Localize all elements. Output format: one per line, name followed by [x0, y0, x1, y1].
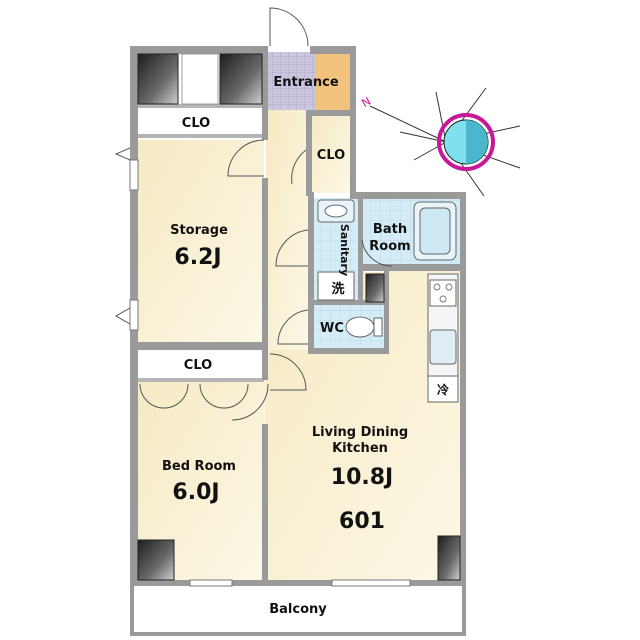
wall-bedroom-right-lower: [262, 424, 268, 580]
bath-label-1: Bath: [373, 222, 407, 237]
wall-storage-right-lower: [262, 178, 268, 350]
door-bath: [361, 239, 393, 267]
balcony-floor: [134, 586, 462, 632]
pillar-wc: [365, 273, 385, 303]
clo-top-floor: [138, 108, 264, 138]
window-ldk: [331, 579, 411, 587]
pillar-bottom-right: [437, 535, 461, 581]
wall-sanitary-right: [358, 196, 363, 302]
wall-bottom-left: [130, 580, 190, 586]
fridge-label: 冷: [437, 382, 449, 397]
windows: [129, 159, 411, 587]
wall-entrance-right: [350, 46, 356, 196]
wall-sanitary-left: [308, 192, 314, 352]
wall-clo-entrance-left: [306, 112, 312, 196]
compass-shade: [466, 120, 488, 164]
ldk-size: 10.8J: [331, 465, 393, 490]
door-clo-bed-left: [139, 383, 189, 409]
bedroom-size: 6.0J: [172, 480, 219, 505]
toilet-tank: [373, 317, 383, 337]
bedroom-label: Bed Room: [162, 459, 236, 474]
door-clo-top-window: [114, 147, 131, 161]
storage-size: 6.2J: [174, 245, 221, 270]
door-storage-window: [114, 307, 131, 325]
compass-icon: N: [360, 87, 521, 197]
burner-icon: [433, 283, 441, 291]
clo-bed-label: CLO: [184, 358, 212, 373]
unit-number: 601: [339, 509, 385, 534]
bath-label-2: Room: [369, 239, 410, 254]
entrance-step: [316, 52, 350, 110]
wc-label: WC: [320, 321, 344, 336]
window-bedroom: [189, 579, 233, 587]
wall-storage-right: [262, 46, 268, 140]
balcony-rail-bottom: [130, 632, 466, 636]
wall-bedroom-right: [262, 350, 268, 380]
wash-label: 洗: [331, 281, 344, 297]
door-clo-bed-right: [199, 383, 249, 409]
bathtub-inner: [419, 207, 451, 255]
entrance-label: Entrance: [273, 75, 338, 90]
door-wc: [277, 309, 309, 345]
compass-north-label: N: [360, 95, 374, 110]
stove-burners: [433, 283, 453, 303]
toilet-bowl: [345, 316, 375, 338]
entrance-tile-floor: [266, 52, 316, 110]
door-clo-entrance: [291, 149, 307, 185]
clo-entrance-floor: [312, 115, 350, 193]
pillars: [137, 53, 461, 581]
wall-clo-entrance-top: [306, 110, 354, 116]
burner-icon: [439, 295, 447, 303]
ldk-label-1: Living Dining: [312, 425, 408, 440]
wall-bottom-mid: [232, 580, 332, 586]
balcony-rail-right: [462, 586, 466, 636]
wall-clo-top-bottom: [138, 134, 264, 138]
burner-icon: [445, 283, 453, 291]
wall-clo-top-line: [138, 104, 264, 108]
wall-right: [460, 192, 466, 586]
wall-wc-top: [308, 300, 388, 305]
wall-bottom-right: [410, 580, 466, 586]
door-bedroom: [231, 383, 269, 421]
fridge-box: [427, 375, 459, 403]
storage-label: Storage: [170, 223, 228, 238]
wall-top-left: [130, 46, 268, 54]
compass-ring: [437, 113, 495, 171]
door-storage: [227, 139, 265, 177]
window-storage-left: [129, 159, 139, 191]
wall-bath-bottom: [358, 264, 464, 271]
storage-floor: [138, 140, 264, 344]
wall-bath-top: [350, 192, 464, 199]
clo-entrance-label: CLO: [317, 148, 345, 163]
hallway-floor: [266, 110, 310, 350]
wall-clo-bed-bottom: [138, 378, 264, 382]
washer-box: [317, 271, 355, 301]
wall-top-entrance: [310, 46, 354, 54]
door-ldk: [269, 353, 307, 391]
pillar-top-left: [137, 53, 179, 105]
vanity-basin: [324, 204, 348, 218]
balcony-label: Balcony: [269, 602, 327, 617]
door-front: [269, 7, 309, 47]
window-storage-left-2: [129, 299, 139, 331]
wall-storage-bottom: [138, 342, 268, 350]
sanitary-label: Sanitary: [338, 224, 351, 276]
clo-top-label: CLO: [182, 116, 210, 131]
wall-wc-bottom: [308, 348, 388, 354]
kitchen-sink: [429, 329, 457, 365]
ldk-label-2: Kitchen: [332, 441, 388, 456]
door-sanitary: [275, 229, 309, 267]
doors: [114, 7, 393, 421]
labels: Entrance CLO CLO Storage 6.2J Bath Room …: [162, 75, 449, 617]
pillar-top-mid: [219, 53, 263, 105]
pillar-bottom-left: [137, 539, 175, 581]
balcony-rail-left: [130, 586, 134, 636]
pillar-storage-gap: [181, 53, 219, 105]
wall-wc-right: [384, 268, 389, 354]
clo-bed-floor: [138, 350, 264, 380]
